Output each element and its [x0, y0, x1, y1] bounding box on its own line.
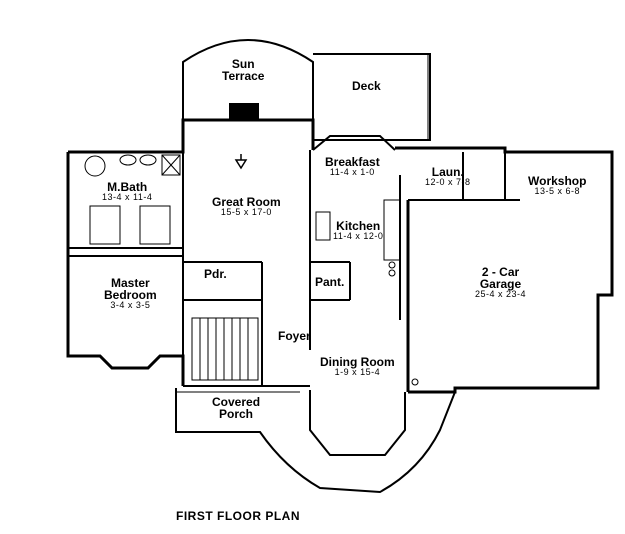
pantry-label: Pant.	[315, 275, 345, 289]
workshop-label: Workshop 13-5 x 6-8	[528, 175, 586, 196]
master-bath-label: M.Bath 13-4 x 11-4	[102, 181, 152, 202]
exterior-walls	[66, 118, 614, 394]
arrow-icon	[234, 154, 248, 170]
covered-porch-name-line2: Porch	[219, 407, 254, 421]
kitchen-label: Kitchen 11-4 x 12-0	[333, 220, 383, 241]
laundry-dims: 12-0 x 7-8	[425, 177, 471, 187]
breakfast-dims: 11-4 x 1-0	[329, 167, 375, 177]
breakfast-name: Breakfast	[325, 155, 380, 169]
powder-label: Pdr.	[204, 267, 227, 281]
master-bedroom-name-line1: Master	[110, 276, 150, 290]
deck-outline	[313, 53, 431, 141]
garage-name-line2: Garage	[479, 277, 522, 291]
dining-room-label: Dining Room 1-9 x 15-4	[320, 356, 395, 377]
foyer-label: Foyer	[278, 329, 311, 343]
garage-label: 2 - Car Garage 25-4 x 23-4	[475, 266, 526, 299]
master-bedroom-name-line2: Bedroom	[104, 288, 157, 302]
breakfast-label: Breakfast 11-4 x 1-0	[325, 156, 380, 177]
great-room-name: Great Room	[212, 195, 281, 209]
master-bath-dims: 13-4 x 11-4	[102, 192, 153, 202]
plan-caption: FIRST FLOOR PLAN	[176, 509, 300, 523]
workshop-name: Workshop	[528, 174, 587, 188]
stairs	[191, 317, 259, 381]
covered-porch-label: Covered Porch	[212, 396, 260, 420]
laundry-label: Laun. 12-0 x 7-8	[425, 166, 471, 187]
sun-terrace-name-line1: Sun	[231, 57, 255, 71]
dining-room-dims: 1-9 x 15-4	[334, 367, 381, 377]
garage-dims: 25-4 x 23-4	[475, 289, 527, 299]
covered-porch-outline	[175, 388, 456, 494]
fireplace	[229, 103, 259, 121]
kitchen-fixtures	[315, 199, 401, 277]
master-bedroom-label: Master Bedroom 3-4 x 3-5	[104, 277, 157, 310]
porch-posts	[411, 378, 419, 386]
great-room-dims: 15-5 x 17-0	[220, 207, 272, 217]
dining-bay	[309, 390, 406, 456]
sun-terrace-label: Sun Terrace	[222, 58, 264, 82]
great-room-label: Great Room 15-5 x 17-0	[212, 196, 281, 217]
breakfast-bay	[312, 135, 396, 151]
master-bedroom-dims: 3-4 x 3-5	[110, 300, 151, 310]
master-bath-name: M.Bath	[107, 180, 148, 194]
laundry-name: Laun.	[431, 165, 464, 179]
sun-terrace-outline	[182, 39, 314, 120]
garage-name-line1: 2 - Car	[481, 265, 520, 279]
covered-porch-name-line1: Covered	[212, 395, 261, 409]
deck-label: Deck	[352, 79, 381, 93]
dining-room-name: Dining Room	[320, 355, 395, 369]
sun-terrace-name-line2: Terrace	[222, 69, 265, 83]
workshop-dims: 13-5 x 6-8	[534, 186, 580, 196]
kitchen-name: Kitchen	[336, 219, 381, 233]
bath-fixtures	[84, 154, 181, 245]
kitchen-dims: 11-4 x 12-0	[333, 231, 384, 241]
